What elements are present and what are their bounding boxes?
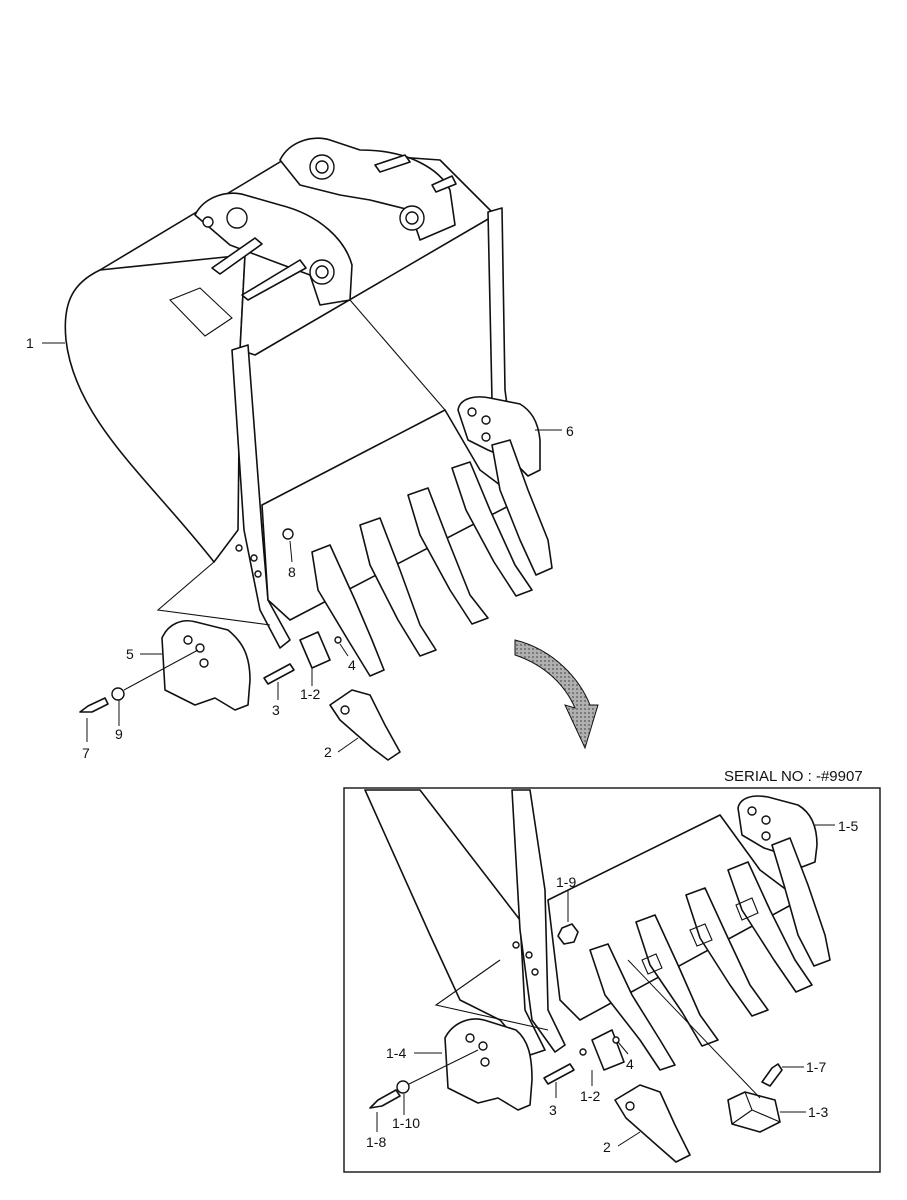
side-cutter-left <box>161 620 251 711</box>
callout-5: 5 <box>126 646 134 662</box>
callout-3-inset: 3 <box>549 1102 557 1118</box>
bucket-teeth-main <box>311 439 553 677</box>
pin-3 <box>263 663 295 685</box>
bucket-side-shell <box>64 239 246 563</box>
tooth-point-2 <box>329 689 401 761</box>
callout-1-8: 1-8 <box>366 1134 386 1150</box>
callout-6: 6 <box>566 423 574 439</box>
callout-2-main: 2 <box>324 744 332 760</box>
inset-side-cutter-1-5 <box>737 795 818 868</box>
inset-bucket <box>364 789 831 1163</box>
callout-8: 8 <box>288 564 296 580</box>
inset-side-shell <box>364 789 546 1056</box>
callout-1-2-inset: 1-2 <box>580 1088 600 1104</box>
callout-2-inset: 2 <box>603 1139 611 1155</box>
callout-1-3: 1-3 <box>808 1104 828 1120</box>
serial-note: SERIAL NO : -#9907 <box>724 768 863 785</box>
callout-4-inset: 4 <box>626 1056 634 1072</box>
callout-1-9: 1-9 <box>556 874 576 890</box>
exploded-tooth <box>263 528 401 761</box>
bolt-and-washer <box>79 649 199 713</box>
callout-9: 9 <box>115 726 123 742</box>
inset-callouts: 1-5 1-9 1-7 1-4 4 1-3 3 1-2 1-8 1-10 2 <box>366 818 858 1155</box>
callout-1-2-main: 1-2 <box>300 686 320 702</box>
bolt-7 <box>79 697 109 713</box>
callout-3-main: 3 <box>272 702 280 718</box>
callout-1: 1 <box>26 335 34 351</box>
callout-1-5: 1-5 <box>838 818 858 834</box>
inset-block-1-3 <box>727 1091 781 1133</box>
inset-side-plate <box>511 789 566 1053</box>
inset-frame <box>343 787 881 1173</box>
main-callouts: 1 6 8 4 5 1-2 3 7 9 2 <box>26 335 574 761</box>
top-recess <box>169 287 233 337</box>
callout-1-4: 1-4 <box>386 1045 406 1061</box>
direction-arrow <box>514 639 599 750</box>
callout-1-10: 1-10 <box>392 1115 420 1131</box>
washer-9 <box>111 687 125 701</box>
inset-pin-3 <box>543 1063 575 1085</box>
side-cutter-right <box>457 396 541 477</box>
inset-tooth-point-2 <box>614 1084 691 1163</box>
inset-adapter-1-2 <box>591 1029 625 1071</box>
inset-nut-1-9 <box>557 923 579 945</box>
adapter-1-2 <box>299 631 331 669</box>
left-side-plate <box>231 344 291 649</box>
inset-bolt-1-8 <box>369 1089 401 1109</box>
callout-1-7: 1-7 <box>806 1059 826 1075</box>
callout-4-main: 4 <box>348 657 356 673</box>
inset-washer-1-10 <box>396 1080 410 1094</box>
callout-7: 7 <box>82 745 90 761</box>
